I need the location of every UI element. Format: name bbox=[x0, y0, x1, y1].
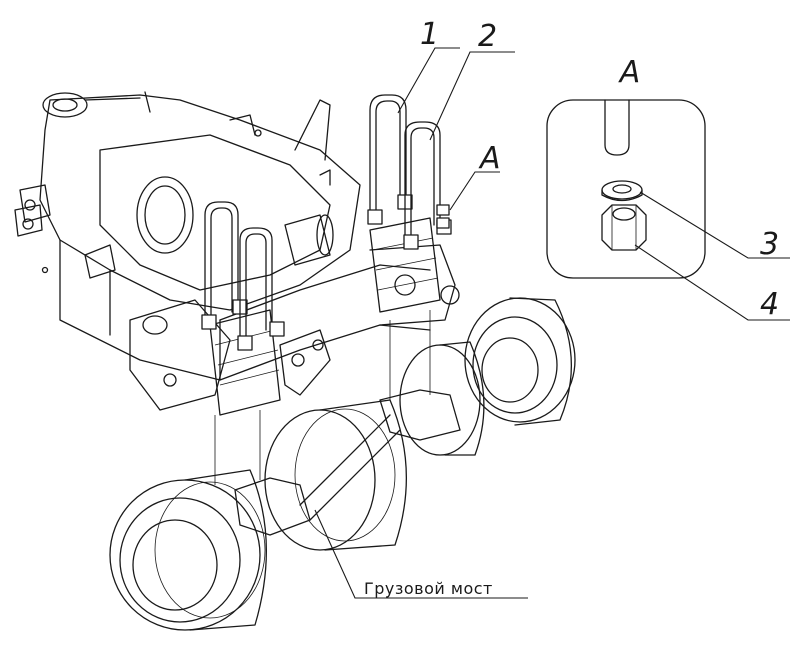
wheel-front-left bbox=[399, 341, 485, 456]
detail-view-label: A bbox=[618, 55, 641, 90]
view-a-reference: A bbox=[478, 141, 501, 176]
axle-housing bbox=[234, 389, 461, 536]
wheel-front-right bbox=[464, 297, 576, 426]
wheel-rear-left bbox=[109, 469, 268, 631]
axle-caption: Грузовой мост bbox=[314, 509, 528, 599]
callout-label-2: 2 bbox=[478, 19, 497, 54]
callout-label-1: 1 bbox=[420, 17, 439, 52]
detail-view-a: A bbox=[546, 55, 706, 279]
callout-1: 1 bbox=[397, 17, 460, 114]
stud bbox=[604, 99, 630, 156]
alignment-lines bbox=[214, 310, 431, 485]
callout-2: 2 bbox=[429, 19, 515, 141]
washer bbox=[601, 180, 643, 202]
wheel-rear-right bbox=[264, 399, 408, 551]
nut bbox=[601, 204, 647, 251]
u-bolt-front-right bbox=[403, 121, 452, 250]
spring-packs bbox=[209, 217, 441, 416]
callout-4: 4 bbox=[634, 244, 790, 322]
callout-3: 3 bbox=[639, 191, 790, 262]
axle-caption-text: Грузовой мост bbox=[364, 579, 493, 598]
callout-label-3: 3 bbox=[760, 227, 779, 262]
u-bolt-rear-right bbox=[237, 227, 285, 351]
u-bolt-rear-left bbox=[201, 201, 248, 330]
callout-label-4: 4 bbox=[760, 287, 779, 322]
callout-view-a: A bbox=[436, 141, 501, 229]
chassis-frame bbox=[14, 91, 460, 411]
